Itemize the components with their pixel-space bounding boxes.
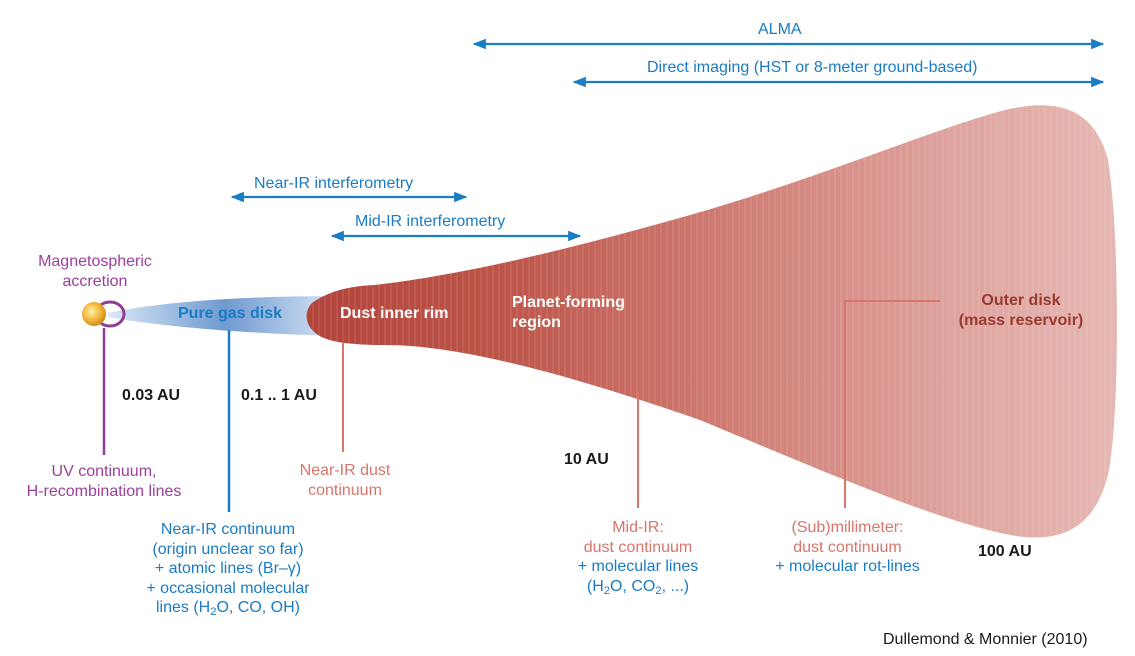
nir-cont-line5-sub: 2 [210, 605, 217, 618]
near-ir-dust-continuum-label: Near-IR dust continuum [275, 461, 415, 500]
star-icon [82, 302, 106, 326]
direct-imaging-label: Direct imaging (HST or 8-meter ground-ba… [647, 59, 978, 76]
submm-leader-line [844, 300, 940, 508]
pure-gas-disk-shape [108, 296, 340, 336]
planet-forming-region-label: Planet-forming region [512, 293, 625, 332]
mir-line4-sub1: 2 [603, 584, 610, 597]
submm-line2: dust continuum [793, 538, 902, 556]
outer-disk-label: Outer disk (mass reservoir) [936, 291, 1106, 330]
mid-ir-label: Mid-IR: dust continuum + molecular lines… [558, 518, 718, 598]
mir-line1: Mid-IR: [612, 519, 664, 536]
nir-cont-line5-a: lines (H [155, 599, 211, 617]
distance-100-au: 100 AU [978, 543, 1032, 560]
near-ir-interferometry-label: Near-IR interferometry [254, 175, 414, 192]
mid-ir-interferometry-label: Mid-IR interferometry [355, 213, 506, 230]
nir-cont-line5-b: O, CO, OH) [216, 599, 301, 617]
outer-disk-line2: (mass reservoir) [958, 311, 1084, 329]
nir-cont-line1: Near-IR continuum [160, 521, 296, 538]
outer-disk-line1: Outer disk [981, 292, 1061, 309]
nir-cont-line3: + atomic lines (Br–γ) [154, 560, 302, 578]
mir-line4-sub2: 2 [655, 584, 662, 597]
nir-cont-line4: + occasional molecular [146, 579, 310, 597]
uv-line2: H-recombination lines [26, 482, 182, 500]
mir-line4-b: O, CO [609, 577, 656, 595]
mir-line4: (H2O, CO2, ...) [558, 577, 718, 598]
submm-line1: (Sub)millimeter: [791, 519, 904, 536]
magnetospheric-line2: accretion [62, 272, 128, 290]
planet-forming-line2: region [512, 313, 561, 331]
nir-cont-line2: (origin unclear so far) [152, 540, 304, 558]
dust-inner-rim-label: Dust inner rim [340, 305, 449, 322]
nir-cont-line5: lines (H2O, CO, OH) [128, 598, 328, 619]
distance-0-1-1-au: 0.1 .. 1 AU [241, 387, 317, 404]
citation-label: Dullemond & Monnier (2010) [883, 631, 1088, 648]
distance-10-au: 10 AU [564, 451, 609, 468]
mir-line4-c: , ...) [661, 577, 690, 595]
nir-dust-line2: continuum [308, 481, 382, 499]
uv-continuum-label: UV continuum, H-recombination lines [0, 462, 208, 501]
planet-forming-line1: Planet-forming [512, 294, 625, 311]
pure-gas-disk-label: Pure gas disk [178, 305, 283, 322]
nir-dust-line1: Near-IR dust [299, 462, 391, 479]
submillimeter-label: (Sub)millimeter: dust continuum + molecu… [760, 518, 935, 577]
mir-line2: dust continuum [583, 538, 693, 556]
magnetospheric-accretion-label: Magnetospheric accretion [30, 252, 160, 291]
alma-label: ALMA [758, 21, 802, 38]
magnetospheric-line1: Magnetospheric [38, 253, 152, 270]
distance-0-03-au: 0.03 AU [122, 387, 181, 404]
mir-line3: + molecular lines [577, 558, 699, 576]
submm-line3: + molecular rot-lines [775, 558, 920, 576]
mir-line4-a: (H [586, 577, 604, 595]
uv-line1: UV continuum, [51, 463, 157, 480]
near-ir-continuum-label: Near-IR continuum (origin unclear so far… [128, 520, 328, 620]
